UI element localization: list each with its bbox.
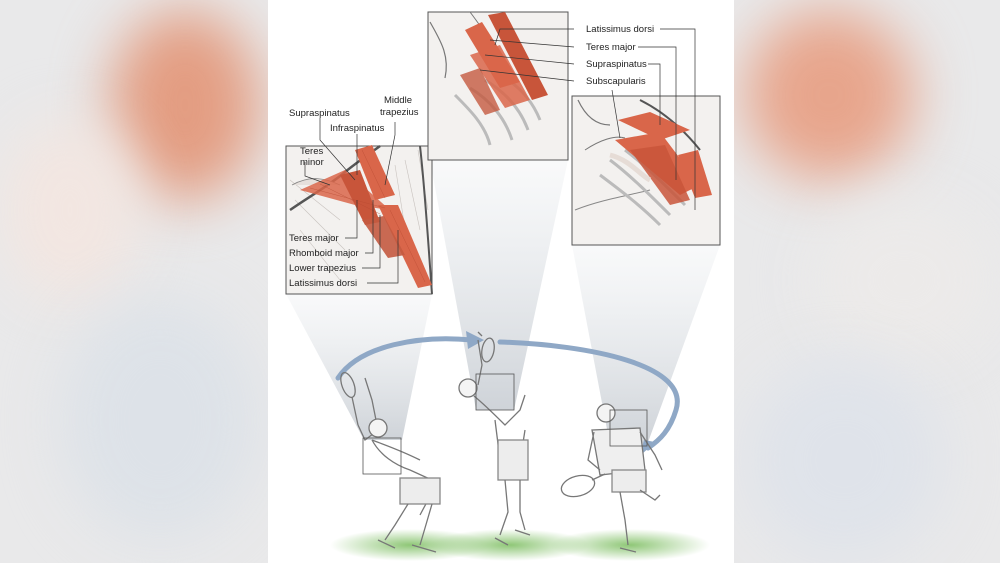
label-right-supraspinatus: Supraspinatus: [586, 59, 647, 70]
label-left-supraspinatus: Supraspinatus: [289, 108, 350, 119]
right-blurred-background: [734, 0, 1000, 563]
beam-left: [286, 294, 432, 440]
inset-right-front-view: [571, 95, 721, 246]
right-inset-leader-lines: [479, 28, 696, 210]
motion-arrow-2-head: [640, 440, 655, 456]
tennis-player-contact: [458, 331, 531, 546]
label-right-subscapularis: Subscapularis: [586, 76, 646, 87]
label-left-rhomboid-major: Rhomboid major: [289, 248, 359, 259]
beam-middle: [430, 160, 568, 410]
inset-left-back-view: [285, 144, 433, 295]
tennis-player-follow-through: [560, 403, 663, 553]
motion-arrow-2: [497, 339, 680, 451]
focus-box-figure-1: [362, 437, 402, 475]
label-right-latissimus-dorsi: Latissimus dorsi: [586, 24, 654, 35]
focus-box-figure-2: [475, 373, 515, 411]
focus-box-figure-3: [609, 409, 648, 447]
label-left-teres-major: Teres major: [289, 233, 339, 244]
left-inset-leader-lines: [304, 118, 399, 284]
tennis-serve-muscle-diagram: Supraspinatus Middle trapezius Infraspin…: [285, 11, 721, 561]
grass-patch-right: [550, 529, 710, 561]
tennis-player-backswing: [340, 371, 441, 553]
label-left-infraspinatus: Infraspinatus: [330, 123, 385, 134]
beam-right: [572, 245, 720, 445]
label-left-latissimus-dorsi: Latissimus dorsi: [289, 278, 357, 289]
label-left-teres-minor-line2: minor: [300, 157, 324, 168]
label-left-lower-trapezius: Lower trapezius: [289, 263, 356, 274]
left-blurred-background: [0, 0, 268, 563]
inset-middle-neck-view: [427, 11, 569, 161]
label-left-teres-minor-line1: Teres: [300, 146, 323, 157]
label-left-middle-trapezius-line1: Middle: [384, 95, 412, 106]
label-right-teres-major: Teres major: [586, 42, 636, 53]
motion-arrow-1: [335, 336, 475, 381]
motion-arrow-1-head: [466, 331, 484, 349]
label-left-middle-trapezius-line2: trapezius: [380, 107, 419, 118]
diagram-panel: Supraspinatus Middle trapezius Infraspin…: [268, 0, 734, 563]
grass-patch-middle: [430, 529, 590, 561]
